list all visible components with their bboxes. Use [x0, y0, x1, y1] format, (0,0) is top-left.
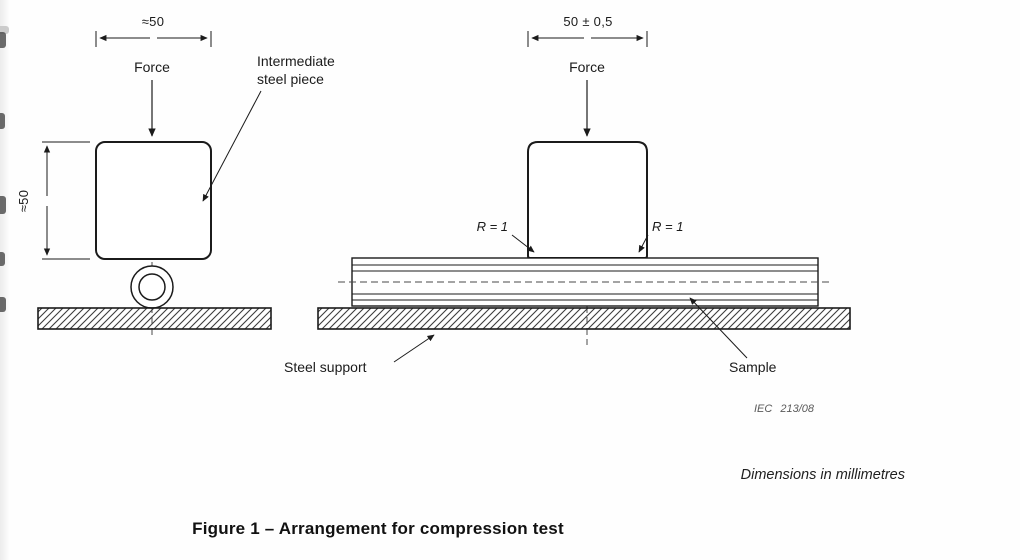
corner-radius-right-leader-arrow [638, 234, 649, 253]
source-reference: IEC 213/08 [754, 403, 815, 415]
intermediate-piece-label-line2: steel piece [257, 71, 324, 87]
intermediate-piece-label-line1: Intermediate [257, 53, 335, 69]
steel-support-left [37, 307, 272, 330]
right-force-label: Force [569, 59, 605, 75]
steel-support-right [317, 307, 851, 330]
right-top-dimension-label: 50 ± 0,5 [563, 14, 612, 29]
roller-inner-circle [138, 273, 166, 301]
corner-radius-left-leader-arrow [511, 234, 535, 253]
scan-artifact [0, 196, 6, 214]
figure-caption: Figure 1 – Arrangement for compression t… [192, 519, 564, 538]
right-diagram: 50 ± 0,5 Force R = 1 R = 1 [284, 14, 851, 415]
sample-band [338, 257, 832, 307]
scan-artifact [0, 297, 6, 312]
compression-test-diagram: ≈50 Force ≈50 Intermediate steel piece [16, 14, 851, 415]
steel-support-leader-arrow [393, 334, 435, 363]
sample-label: Sample [729, 359, 777, 375]
left-diagram: ≈50 Force ≈50 Intermediate steel piece [16, 14, 335, 338]
press-block [527, 141, 648, 259]
intermediate-steel-piece [95, 141, 212, 260]
left-force-label: Force [134, 59, 170, 75]
left-top-dimension-label: ≈50 [142, 14, 165, 29]
intermediate-piece-leader-arrow [202, 90, 262, 202]
corner-radius-right-label: R = 1 [652, 219, 683, 234]
scan-artifact [0, 26, 9, 34]
scan-artifact [0, 252, 5, 266]
scan-artifact [0, 32, 6, 48]
scan-artifact [0, 113, 5, 129]
sample-leader-arrow [689, 297, 748, 359]
dimensions-note: Dimensions in millimetres [740, 467, 905, 483]
corner-radius-left-label: R = 1 [477, 219, 508, 234]
steel-support-label: Steel support [284, 359, 367, 375]
left-side-dimension-label: ≈50 [16, 190, 31, 213]
